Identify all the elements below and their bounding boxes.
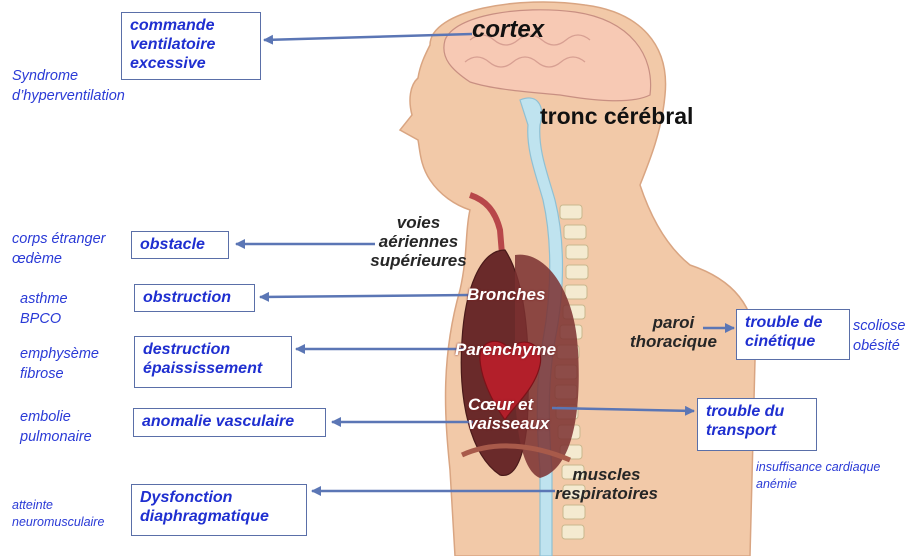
label-parenchyme: Parenchyme: [455, 340, 556, 359]
label-tronc-cerebral: tronc cérébral: [540, 107, 693, 126]
label-bronches: Bronches: [467, 285, 545, 304]
label-paroi-thoracique: paroi thoracique: [630, 313, 717, 351]
cause-insuffisance-cardiaque: insuffisance cardiaque anémie: [756, 459, 880, 493]
cause-scoliose: scoliose obésité: [853, 316, 905, 356]
box-trouble-transport: trouble du transport: [697, 398, 817, 451]
label-voies-aeriennes: voies aériennes supérieures: [356, 213, 481, 270]
cause-syndrome-hyperventilation: Syndrome d’hyperventilation: [12, 66, 125, 106]
box-dysfonction-diaphragmatique: Dysfonction diaphragmatique: [131, 484, 307, 536]
cause-corps-etranger: corps étranger œdème: [12, 229, 106, 269]
box-obstruction: obstruction: [134, 284, 255, 312]
box-destruction: destruction épaississement: [134, 336, 292, 388]
box-anomalie-vasculaire: anomalie vasculaire: [133, 408, 326, 437]
cause-emphyseme: emphysème fibrose: [20, 344, 99, 384]
cause-asthme: asthme BPCO: [20, 289, 68, 329]
label-coeur-vaisseaux: Cœur et vaisseaux: [468, 395, 549, 433]
box-obstacle: obstacle: [131, 231, 229, 259]
cause-atteinte-neuromusculaire: atteinte neuromusculaire: [12, 497, 104, 531]
box-trouble-cinetique: trouble de cinétique: [736, 309, 850, 360]
label-muscles-respiratoires: muscles respiratoires: [555, 465, 658, 503]
cause-embolie: embolie pulmonaire: [20, 407, 92, 447]
label-cortex: cortex: [472, 20, 544, 39]
box-commande-ventilatoire: commande ventilatoire excessive: [121, 12, 261, 80]
